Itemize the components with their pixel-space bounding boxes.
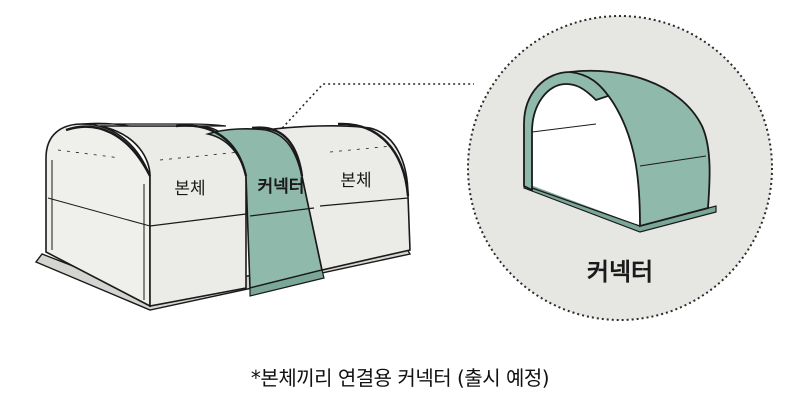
label-body-left: 본체 [174, 179, 205, 199]
zoom-leader-line [261, 83, 474, 151]
connector-zoom: 커넥터 [523, 69, 717, 286]
caption: *본체끼리 연결용 커넥터 (출시 예정) [250, 366, 550, 390]
label-connector-zoom: 커넥터 [587, 258, 653, 286]
tent: 본체 커넥터 본체 [34, 122, 412, 311]
label-connector-center: 커넥터 [258, 177, 305, 197]
tent-body-right [265, 125, 411, 271]
label-body-right: 본체 [340, 171, 371, 191]
tent-connector-floor [249, 269, 325, 297]
